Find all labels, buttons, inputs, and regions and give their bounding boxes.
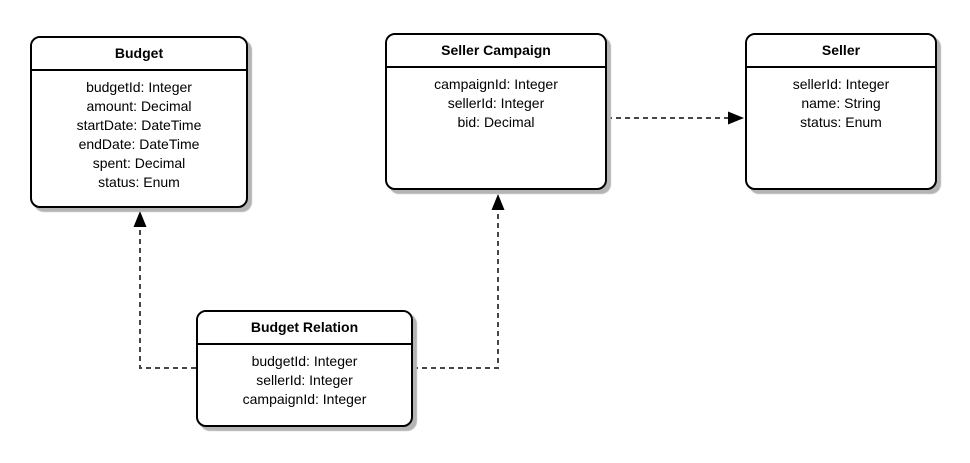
entity-budget-relation: Budget Relation budgetId: Integer seller…: [196, 310, 413, 427]
attribute-row: sellerId: Integer: [447, 95, 545, 111]
relation-budget-relation-to-budget-arrowhead: [133, 211, 147, 227]
attribute-row: sellerId: Integer: [792, 76, 890, 92]
attribute-row: startDate: DateTime: [76, 117, 202, 133]
attribute-row: spent: Decimal: [92, 155, 186, 171]
entity-budget-title: Budget: [32, 38, 246, 71]
entity-seller-campaign-attributes: campaignId: Integer sellerId: Integer bi…: [387, 68, 605, 132]
relation-seller-campaign-to-seller-arrowhead: [728, 111, 744, 125]
entity-seller-campaign-title: Seller Campaign: [387, 35, 605, 68]
entity-seller-title: Seller: [747, 35, 935, 68]
entity-seller: Seller sellerId: Integer name: String st…: [745, 33, 937, 190]
attribute-row: status: Enum: [98, 174, 180, 190]
attribute-row: status: Enum: [800, 114, 882, 130]
attribute-row: name: String: [801, 95, 881, 111]
entity-budget-attributes: budgetId: Integer amount: Decimal startD…: [32, 71, 246, 192]
relation-budget-relation-to-seller-campaign-arrowhead: [491, 194, 505, 210]
attribute-row: bid: Decimal: [457, 114, 535, 130]
relation-budget-relation-to-budget-line: [139, 226, 196, 369]
entity-budget: Budget budgetId: Integer amount: Decimal…: [30, 36, 248, 208]
attribute-row: sellerId: Integer: [256, 372, 353, 388]
attribute-row: budgetId: Integer: [251, 353, 358, 369]
attribute-row: campaignId: Integer: [434, 76, 558, 92]
entity-seller-attributes: sellerId: Integer name: String status: E…: [747, 68, 935, 132]
entity-budget-relation-title: Budget Relation: [198, 312, 411, 345]
attribute-row: endDate: DateTime: [78, 136, 200, 152]
relation-budget-relation-to-seller-campaign-line: [413, 209, 499, 369]
attribute-row: campaignId: Integer: [242, 391, 367, 407]
attribute-row: amount: Decimal: [86, 98, 192, 114]
entity-seller-campaign: Seller Campaign campaignId: Integer sell…: [385, 33, 607, 190]
entity-budget-relation-attributes: budgetId: Integer sellerId: Integer camp…: [198, 345, 411, 409]
attribute-row: budgetId: Integer: [86, 79, 192, 95]
